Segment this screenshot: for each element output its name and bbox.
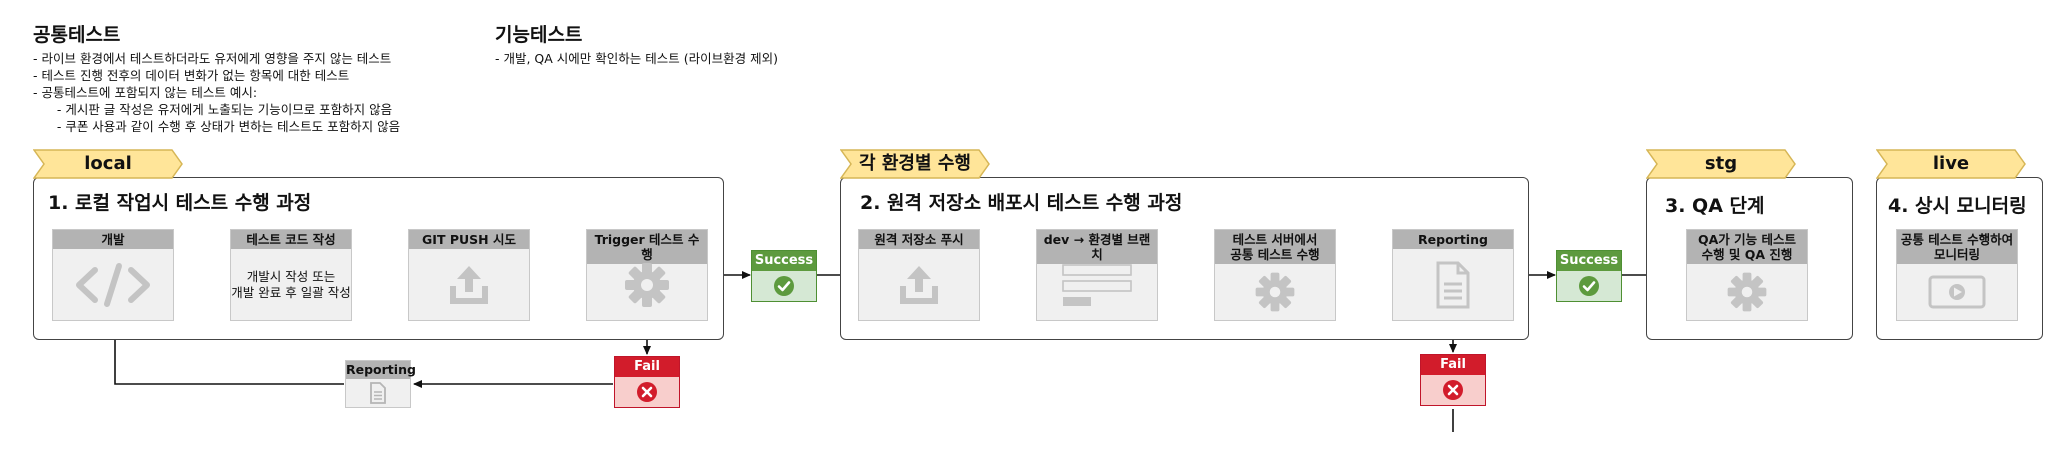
node-remote-push: 원격 저장소 푸시 — [858, 229, 980, 321]
node-monitor: 공통 테스트 수행하여 모니터링 — [1896, 229, 2018, 321]
node-git-push: GIT PUSH 시도 — [408, 229, 530, 321]
node-branch: dev → 환경별 브랜치 — [1036, 229, 1158, 321]
gear-icon — [587, 249, 707, 320]
check-icon — [1557, 271, 1621, 301]
x-circle-icon — [615, 377, 679, 407]
section-title-remote: 2. 원격 저장소 배포시 테스트 수행 과정 — [860, 192, 1183, 214]
node-branch-label: dev → 환경별 브랜치 — [1037, 230, 1157, 264]
node-trigger-label: Trigger 테스트 수행 — [587, 230, 707, 264]
node-test-code: 테스트 코드 작성 개발시 작성 또는 개발 완료 후 일괄 작성 — [230, 229, 352, 321]
node-test-server: 테스트 서버에서 공통 테스트 수행 — [1214, 229, 1336, 321]
node-test-code-text: 개발시 작성 또는 개발 완료 후 일괄 작성 — [231, 268, 351, 300]
document-icon — [346, 379, 410, 407]
node-reporting-label: Reporting — [1393, 230, 1513, 249]
functional-test-title: 기능테스트 — [495, 24, 583, 46]
node-reporting-small-label: Reporting — [346, 361, 416, 379]
document-icon — [1393, 249, 1513, 320]
success-badge-local: Success — [751, 250, 817, 302]
check-icon — [752, 271, 816, 301]
tag-stg: stg — [1646, 149, 1796, 179]
tag-stg-label: stg — [1704, 153, 1738, 174]
success-badge-local-label: Success — [752, 251, 816, 271]
node-dev: 개발 — [52, 229, 174, 321]
fail-badge-remote: Fail — [1420, 354, 1486, 406]
node-test-server-label: 테스트 서버에서 공통 테스트 수행 — [1215, 230, 1335, 264]
common-test-title: 공통테스트 — [33, 24, 121, 46]
video-icon — [1897, 264, 2017, 320]
node-test-code-label: 테스트 코드 작성 — [231, 230, 351, 249]
node-git-push-label: GIT PUSH 시도 — [409, 230, 529, 249]
tag-live: live — [1876, 149, 2026, 179]
x-circle-icon — [1421, 375, 1485, 405]
success-badge-remote: Success — [1556, 250, 1622, 302]
fail-badge-remote-label: Fail — [1421, 355, 1485, 375]
node-reporting-small: Reporting — [345, 360, 416, 408]
fail-badge-local-label: Fail — [615, 357, 679, 377]
form-icon — [1037, 249, 1157, 320]
tag-local-label: local — [84, 153, 132, 174]
node-reporting: Reporting — [1392, 229, 1514, 321]
arrow-reporting-to-dev — [111, 321, 344, 385]
node-monitor-label: 공통 테스트 수행하여 모니터링 — [1897, 230, 2017, 264]
upload-icon — [859, 249, 979, 320]
common-test-description: - 라이브 환경에서 테스트하더라도 유저에게 영향을 주지 않는 테스트 - … — [33, 51, 401, 134]
tag-each-env-label: 각 환경별 수행 — [859, 153, 971, 174]
gear-icon — [1687, 264, 1807, 320]
node-qa-label: QA가 기능 테스트 수행 및 QA 진행 — [1687, 230, 1807, 264]
functional-test-description: - 개발, QA 시에만 확인하는 테스트 (라이브환경 제외) — [495, 51, 778, 66]
section-title-local: 1. 로컬 작업시 테스트 수행 과정 — [48, 192, 312, 214]
gear-icon — [1215, 264, 1335, 320]
section-title-monitor: 4. 상시 모니터링 — [1888, 195, 2027, 217]
node-qa: QA가 기능 테스트 수행 및 QA 진행 — [1686, 229, 1808, 321]
node-dev-label: 개발 — [53, 230, 173, 249]
code-icon — [53, 249, 173, 320]
fail-badge-local: Fail — [614, 356, 680, 408]
section-title-qa: 3. QA 단계 — [1665, 195, 1765, 217]
success-badge-remote-label: Success — [1557, 251, 1621, 271]
tag-local: local — [33, 149, 183, 179]
upload-icon — [409, 249, 529, 320]
node-remote-push-label: 원격 저장소 푸시 — [859, 230, 979, 249]
tag-live-label: live — [1932, 153, 1970, 174]
tag-each-env: 각 환경별 수행 — [840, 149, 990, 179]
node-trigger: Trigger 테스트 수행 — [586, 229, 708, 321]
